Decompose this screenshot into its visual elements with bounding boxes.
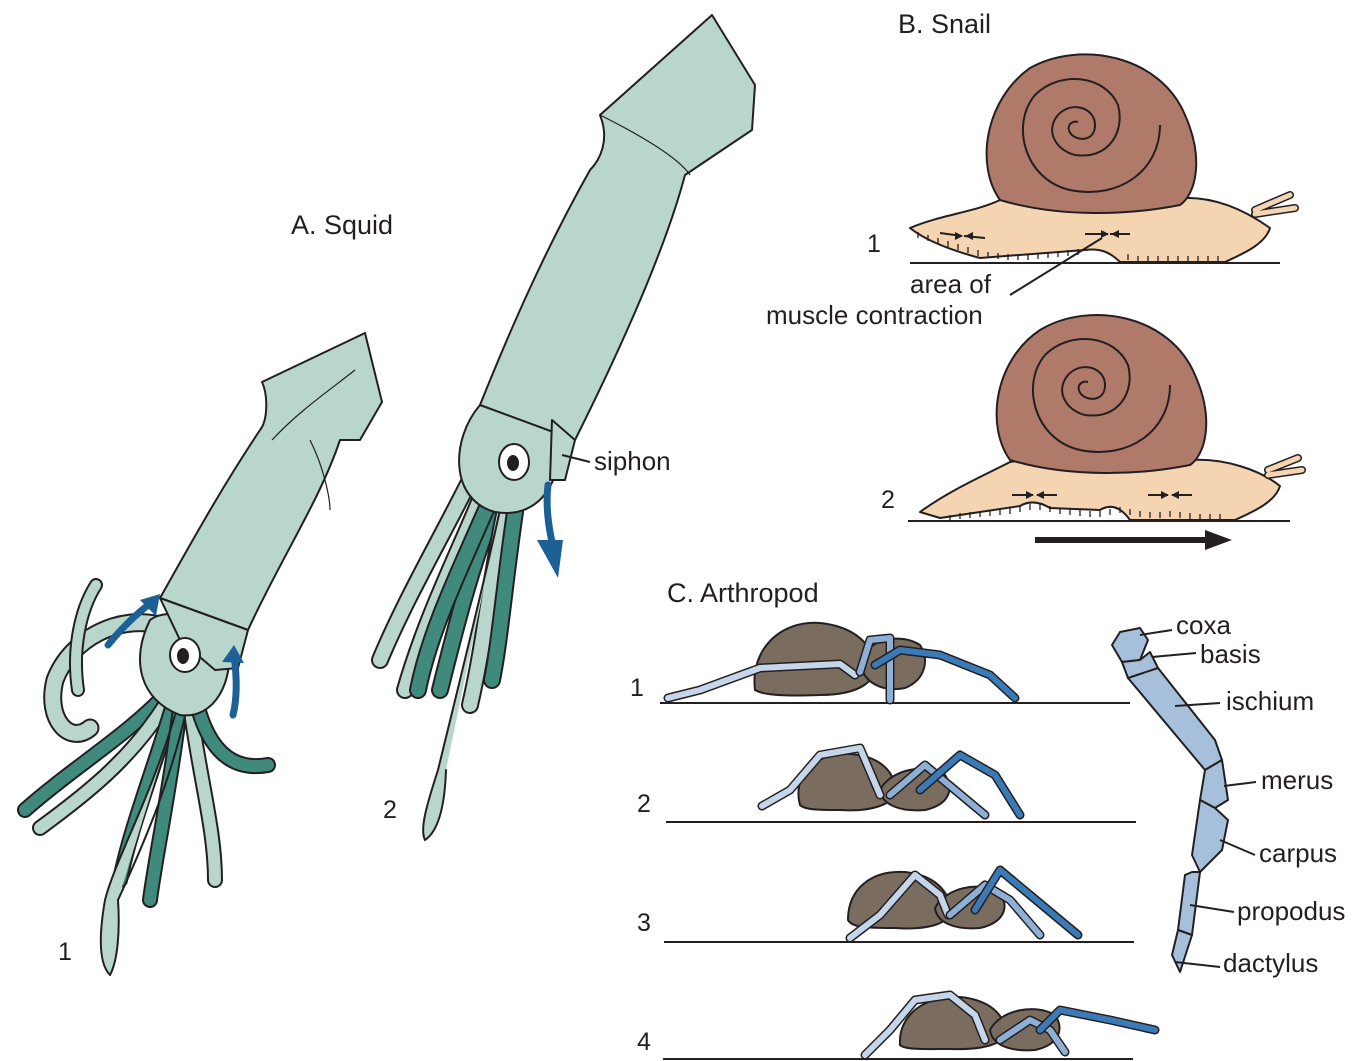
leg-segment-dactylus <box>1172 930 1192 972</box>
snail-2-illustration: 2 <box>881 315 1302 550</box>
squid-title: A. Squid <box>291 210 393 240</box>
snail-1-illustration: 1 <box>867 54 1295 295</box>
leg-label-propodus: propodus <box>1237 896 1345 926</box>
arthropod-title: C. Arthropod <box>667 578 819 608</box>
squid-2-illustration: siphon 2 <box>380 15 755 840</box>
spider-1-abdomen <box>754 623 875 696</box>
arthropod-panel: C. Arthropod 1 2 <box>630 578 1345 1059</box>
siphon-label: siphon <box>594 446 671 476</box>
spider-1-illustration <box>660 623 1130 703</box>
squid-stage-2-number: 2 <box>383 796 397 824</box>
spider-4-illustration <box>663 995 1155 1059</box>
snail-stage-1-number: 1 <box>867 230 881 258</box>
arthropod-stage-1-number: 1 <box>630 674 644 702</box>
leg-segment-ischium <box>1128 668 1222 770</box>
squid-2-mantle <box>480 15 755 440</box>
water-in-arrow-icon <box>233 655 236 715</box>
leg-segment-propodus <box>1178 872 1200 935</box>
squid-panel: A. Squid <box>25 15 755 975</box>
snail-stage-2-number: 2 <box>881 486 895 514</box>
contraction-label-line1: area of <box>910 269 992 299</box>
snail-title: B. Snail <box>898 9 991 39</box>
squid-1-illustration: 1 <box>25 333 382 975</box>
leg-anatomy-illustration: coxa basis ischium merus carpus propodus… <box>1112 610 1345 978</box>
arthropod-stage-2-number: 2 <box>637 790 651 818</box>
arthropod-stage-3-number: 3 <box>637 909 651 937</box>
snail-1-shell <box>987 54 1197 213</box>
leg-label-basis: basis <box>1200 639 1261 669</box>
leg-label-carpus: carpus <box>1259 838 1337 868</box>
leg-label-coxa: coxa <box>1176 610 1231 640</box>
contraction-label-line2: muscle contraction <box>766 300 983 330</box>
spider-3-illustration <box>664 870 1134 942</box>
leg-label-dactylus: dactylus <box>1223 948 1318 978</box>
spider-2-illustration <box>666 748 1136 822</box>
spider-3-abdomen <box>848 872 950 929</box>
arthropod-stage-4-number: 4 <box>637 1028 651 1056</box>
squid-stage-1-number: 1 <box>58 938 72 966</box>
leg-segment-carpus <box>1192 800 1228 872</box>
leg-label-ischium: ischium <box>1226 686 1314 716</box>
snail-panel: B. Snail 1 area of muscle contraction <box>766 9 1302 550</box>
squid-1-mantle <box>160 333 382 630</box>
leg-label-merus: merus <box>1261 765 1333 795</box>
